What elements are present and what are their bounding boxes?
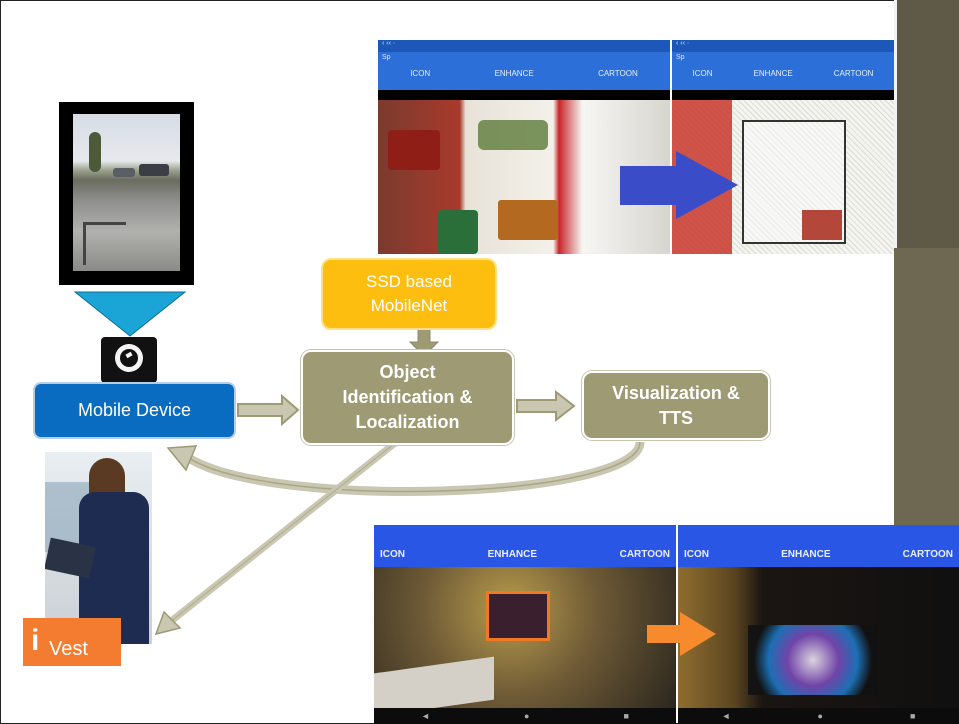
- home-icon: ●: [524, 711, 530, 721]
- app-title: Sp: [382, 54, 391, 61]
- bottom-screenshot-left: ICON ENHANCE CARTOON ◄ ● ■: [374, 525, 676, 724]
- object-line2: Identification &: [342, 387, 473, 407]
- feedback-arrow-head: [166, 445, 198, 472]
- tab-enhance: ENHANCE: [781, 549, 831, 560]
- ssd-line1: SSD based: [366, 272, 452, 291]
- logo-i: i: [31, 624, 40, 657]
- tab-enhance: ENHANCE: [487, 549, 538, 560]
- recents-icon: ■: [910, 711, 916, 721]
- feedback-curve-arrow: [183, 440, 645, 496]
- tab-icon: ICON: [410, 69, 431, 78]
- nav-bar: ◄ ● ■: [374, 708, 676, 724]
- tab-icon: ICON: [684, 549, 709, 560]
- tab-bar: ICON ENHANCE CARTOON: [378, 69, 670, 78]
- tab-bar: ICON ENHANCE CARTOON: [374, 549, 676, 560]
- object-identification-box: Object Identification & Localization: [301, 350, 514, 445]
- tab-bar: ICON ENHANCE CARTOON: [678, 549, 959, 560]
- top-screenshot-right: ‹ ‹‹ · Sp ICON ENHANCE CARTOON: [672, 40, 894, 254]
- tab-cartoon: CARTOON: [902, 549, 953, 560]
- street-photo: [59, 102, 194, 285]
- object-line1: Object: [379, 362, 436, 382]
- tab-cartoon: CARTOON: [833, 69, 874, 78]
- tab-enhance: ENHANCE: [494, 69, 534, 78]
- visualization-tts-box: Visualization & TTS: [582, 371, 770, 440]
- recents-icon: ■: [623, 711, 629, 721]
- tab-icon: ICON: [380, 549, 405, 560]
- ivest-logo: i Vest: [23, 618, 121, 666]
- tab-enhance: ENHANCE: [753, 69, 793, 78]
- object-to-visual-arrow: [516, 389, 576, 423]
- back-icon: ◄: [421, 711, 430, 721]
- ssd-line2: MobileNet: [370, 296, 448, 315]
- detection-box: [486, 591, 550, 641]
- mobile-device-box: Mobile Device: [33, 382, 236, 439]
- logo-vest: Vest: [49, 638, 88, 660]
- nav-bar: ◄ ● ■: [678, 708, 959, 724]
- bottom-screenshot-right: ICON ENHANCE CARTOON ◄ ● ■: [678, 525, 959, 724]
- tab-icon: ICON: [692, 69, 713, 78]
- enhance-arrow-blue: [620, 151, 738, 219]
- visual-line2: TTS: [659, 407, 693, 428]
- capture-triangle: [73, 291, 187, 337]
- tab-bar: ICON ENHANCE CARTOON: [672, 69, 894, 78]
- home-icon: ●: [817, 711, 823, 721]
- object-line3: Localization: [355, 412, 460, 432]
- ssd-to-object-arrow: [408, 327, 440, 357]
- top-screenshot-left: ‹ ‹‹ · Sp ICON ENHANCE CARTOON: [378, 40, 670, 254]
- enhance-arrow-orange: [647, 612, 716, 656]
- mobile-to-object-arrow: [237, 393, 300, 427]
- camera-icon: [101, 337, 157, 383]
- visual-line1: Visualization &: [612, 382, 740, 403]
- mobile-device-label: Mobile Device: [77, 400, 192, 420]
- back-icon: ◄: [721, 711, 731, 721]
- app-title: Sp: [676, 54, 685, 61]
- tab-cartoon: CARTOON: [598, 69, 638, 78]
- ssd-mobilenet-box: SSD based MobileNet: [321, 258, 497, 330]
- tab-cartoon: CARTOON: [619, 549, 670, 560]
